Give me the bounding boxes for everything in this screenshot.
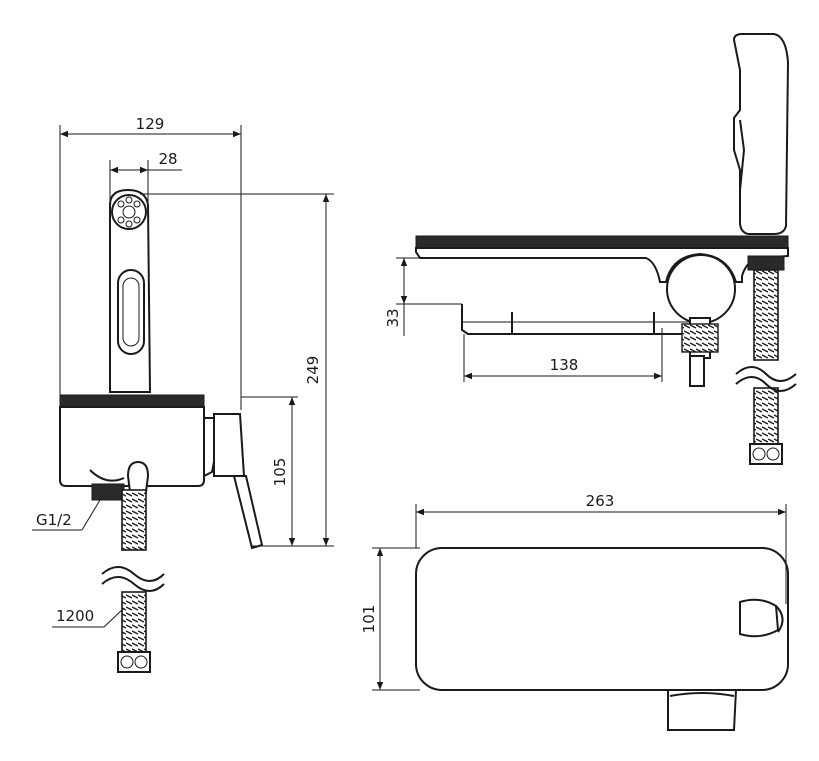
side-shower-head (732, 33, 790, 235)
hand-shower (109, 188, 152, 393)
dimension-105: 105 (241, 396, 298, 547)
dimension-138: 138 (463, 328, 663, 382)
dimension-129: 129 (59, 115, 242, 410)
dimension-263: 263 (415, 492, 787, 604)
dimension-label-249: 249 (304, 356, 322, 385)
front-view: 129 28 249 105 G1/2 (32, 115, 334, 673)
thread-label: G1/2 (36, 511, 72, 529)
dimension-33: 33 (384, 257, 462, 336)
mixer-body (59, 394, 264, 550)
dimension-label-33: 33 (384, 308, 402, 327)
hose-length-label: 1200 (56, 607, 94, 625)
dimension-101: 101 (360, 547, 420, 691)
dimension-label-138: 138 (550, 356, 579, 374)
dimension-label-105: 105 (271, 458, 289, 487)
hose-length-callout: 1200 (52, 607, 125, 628)
thread-callout: G1/2 (32, 499, 101, 531)
dimension-label-101: 101 (360, 605, 378, 634)
side-view: 33 138 (384, 33, 797, 465)
dimension-label-129: 129 (136, 115, 165, 133)
hose-left (89, 460, 165, 673)
dimension-label-263: 263 (586, 492, 615, 510)
top-view: 263 101 (360, 492, 789, 731)
dimension-249: 249 (140, 193, 334, 547)
dimension-28: 28 (109, 150, 182, 202)
dimension-label-28: 28 (158, 150, 177, 168)
